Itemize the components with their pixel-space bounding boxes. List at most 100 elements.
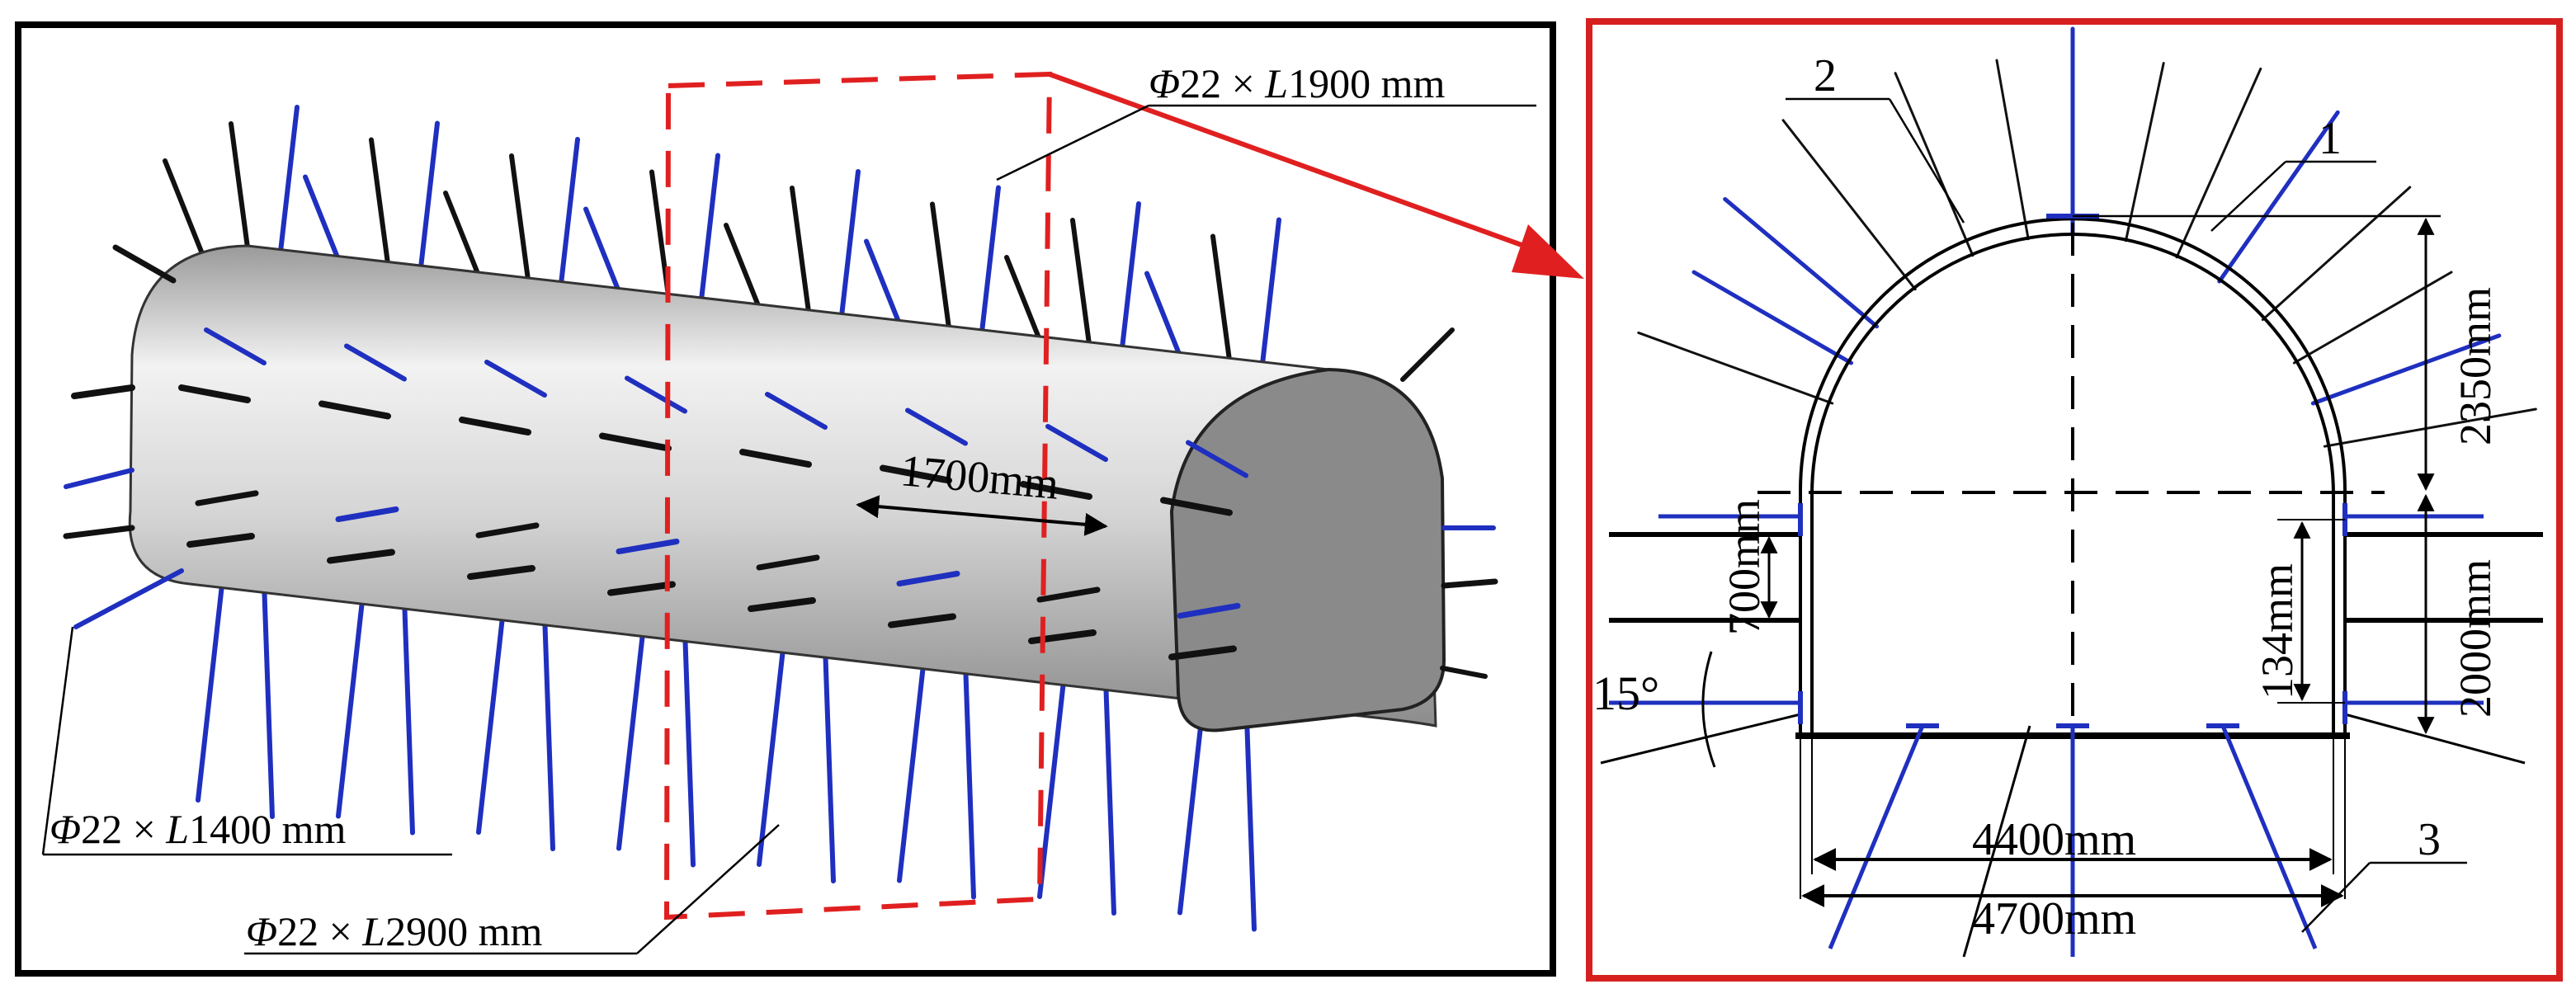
section-rebar-bolt — [2217, 110, 2340, 284]
rebar-bolt-stub — [484, 360, 547, 398]
rebar-bolt-stub — [63, 525, 135, 539]
rebar-bolt — [930, 201, 951, 331]
rebar-bolt — [757, 639, 786, 867]
rebar-bolt — [1070, 218, 1092, 346]
rebar-bolt-stub — [905, 407, 968, 446]
rebar-bolt-stub — [748, 597, 816, 612]
rebar-top-label: Φ22 × L1900 mm — [1149, 60, 1445, 106]
bolts-front — [63, 244, 1498, 679]
rebar-bolt — [542, 611, 555, 851]
rebar-bolt — [509, 153, 531, 282]
rebar-bolt-stub — [195, 490, 259, 506]
rebar-bolt-stub — [204, 327, 267, 365]
rebar-bolt-stub — [896, 571, 960, 586]
callout-3-leader-diag — [2301, 862, 2371, 933]
rebar-bolt — [369, 137, 390, 266]
rebar-bolt — [402, 595, 415, 836]
spacing-dimension — [856, 495, 1108, 536]
rebar-bolt-stub — [344, 343, 407, 382]
rebar-bolt-stub — [64, 468, 134, 489]
section-bolts — [1637, 26, 2537, 448]
rebar-bolt-stub — [112, 244, 177, 284]
rebar-bolt-stub — [1160, 497, 1233, 516]
rebar-bolt — [979, 185, 1001, 335]
rebar-bolt-stub — [186, 533, 255, 548]
right-panel: 2350mm 2000mm 134mm 700mm 15° 4400mm 470… — [1586, 18, 2563, 982]
floor-bolt-4 — [1962, 725, 2031, 958]
dim-inner-width-label: 4400mm — [1972, 814, 2136, 865]
rebar-bolt — [823, 643, 836, 883]
rebar-bolt-stub — [1036, 586, 1101, 603]
rebar-bolt — [616, 623, 646, 851]
rebar-bolt-stub — [1186, 440, 1248, 478]
rebar-bolt — [699, 153, 720, 303]
wall-bolt-right-angled — [2344, 713, 2526, 765]
rebar-bolt — [418, 120, 440, 271]
rebar-bolt — [163, 158, 209, 266]
rebar-bolt — [262, 579, 275, 819]
section-outer-profile — [1799, 217, 2347, 738]
dim-offset-label: 134mm — [2253, 563, 2302, 699]
rebar-bolt — [1210, 233, 1232, 363]
rebar-bolt-stub — [765, 392, 828, 430]
rebar-bolt-stub — [1177, 603, 1241, 619]
rebar-bolt-stub — [888, 613, 956, 629]
rebar-bolt-stub — [739, 449, 812, 468]
leader-left — [41, 626, 74, 855]
rebar-bottom-label: Φ22 × L2900 mm — [246, 908, 542, 954]
left-panel: 1700mm Φ22 × L1900 mm Φ22 × L1400 mm Φ22… — [15, 21, 1584, 977]
bolts-back — [163, 105, 1281, 932]
section-arrowhead — [1512, 224, 1584, 279]
wall-bolt-left-angled — [1600, 713, 1801, 765]
rebar-bolt — [278, 105, 300, 254]
rebar-bolt — [1103, 676, 1116, 916]
callout-1-leader-diag — [2210, 161, 2286, 232]
dim-bolt-spacing-label: 700mm — [1720, 499, 1769, 635]
rebar-bolt — [839, 169, 861, 318]
rebar-left-label: Φ22 × L1400 mm — [50, 806, 346, 852]
callout-2-leader-diag — [1888, 98, 1965, 224]
rebar-bolt — [1260, 217, 1281, 367]
rebar-bolt — [897, 655, 927, 883]
section-marker-box — [663, 71, 1053, 921]
floor-bolt-3 — [2220, 725, 2318, 949]
rebar-bolt-stub — [1020, 481, 1092, 500]
rebar-bolt-stub — [1440, 666, 1488, 679]
section-rebar-bolt — [2175, 67, 2262, 259]
rebar-bolt-stub — [607, 581, 676, 596]
rebar-bolt-stub — [318, 400, 391, 420]
rebar-bolt — [476, 607, 506, 835]
rebar-bolt — [790, 186, 811, 314]
rebar-bolt — [1037, 671, 1067, 899]
section-rebar-bolt — [1781, 119, 1917, 291]
callout-1-label: 1 — [2319, 113, 2342, 164]
rebar-bolt-stub — [327, 549, 395, 564]
dim-arch-height-label: 2350mm — [2451, 287, 2500, 445]
rebar-bolt — [229, 121, 250, 250]
rebar-bolt-stub — [756, 554, 820, 571]
rebar-bolt — [196, 575, 225, 803]
rebar-bolt-stub — [335, 506, 399, 522]
rebar-bolt-stub — [467, 565, 535, 580]
rebar-bolt — [336, 591, 366, 819]
rebar-bolt-stub — [599, 432, 672, 452]
rebar-bolt-stub — [1168, 645, 1237, 661]
rebar-bolt-stub — [178, 384, 251, 403]
dim-wall-height-label: 2000mm — [2451, 559, 2500, 718]
rebar-bolt-stub — [616, 539, 680, 554]
rebar-bolt — [559, 137, 580, 286]
section-rebar-bolt — [1691, 270, 1854, 365]
floor-bolt-1 — [1828, 725, 1925, 949]
rebar-bolt-stub — [1045, 424, 1108, 462]
angle-arc — [1701, 651, 1716, 768]
section-rebar-bolt — [2261, 186, 2412, 322]
section-rebar-bolt — [2310, 333, 2502, 406]
callout-2-label: 2 — [1814, 50, 1837, 101]
dim-outer-width-label: 4700mm — [1972, 893, 2136, 944]
rebar-bolt-stub — [1400, 327, 1455, 382]
rebar-bolt-stub — [73, 568, 184, 629]
rebar-bolt-stub — [475, 522, 540, 539]
section-rebar-bolt — [1723, 196, 1880, 329]
rebar-bolt-stub — [71, 384, 135, 399]
rebar-bolt — [1120, 201, 1141, 351]
